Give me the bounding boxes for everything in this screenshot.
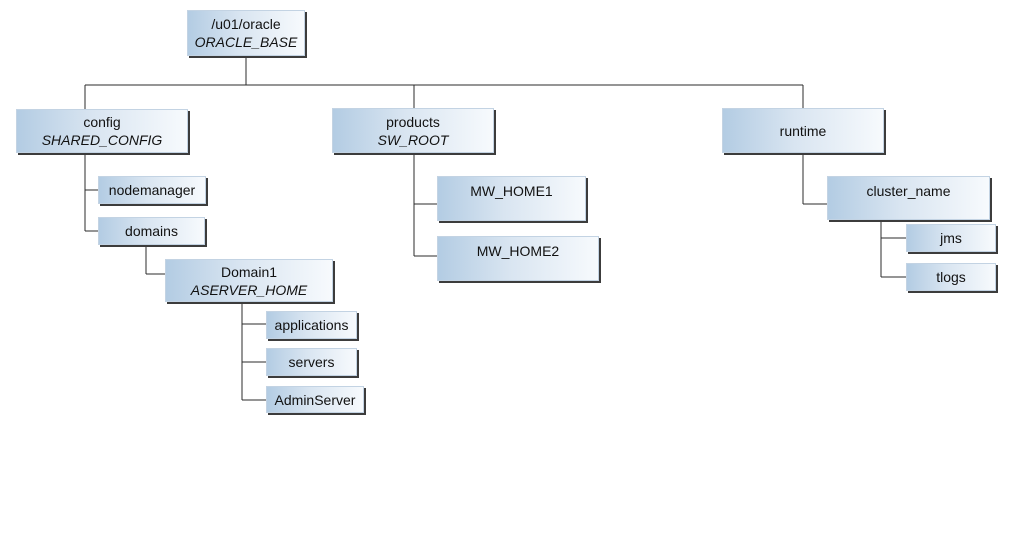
folder-applications: applications [266, 311, 357, 339]
folder-oracle-base: /u01/oracle ORACLE_BASE [187, 10, 305, 56]
folder-mw-home2: MW_HOME2 [437, 236, 599, 281]
folder-name: /u01/oracle [211, 16, 281, 32]
folder-name: domains [125, 223, 178, 239]
folder-variable: SW_ROOT [377, 131, 449, 148]
folder-name: applications [274, 317, 349, 333]
folder-name: nodemanager [108, 182, 196, 198]
folder-name: MW_HOME1 [470, 183, 553, 199]
folder-runtime: runtime [722, 108, 884, 153]
folder-nodemanager: nodemanager [98, 176, 206, 204]
folder-config: config SHARED_CONFIG [16, 109, 188, 153]
folder-name: runtime [779, 122, 827, 139]
folder-variable: SHARED_CONFIG [41, 132, 163, 148]
folder-name: Domain1 [220, 263, 278, 280]
folder-adminserver: AdminServer [266, 386, 364, 413]
folder-name: cluster_name [866, 183, 951, 199]
folder-variable: ORACLE_BASE [194, 34, 298, 50]
folder-name: config [83, 114, 121, 130]
folder-servers: servers [266, 348, 357, 376]
folder-name: jms [940, 230, 962, 246]
folder-name: AdminServer [274, 391, 356, 408]
folder-name: products [386, 113, 440, 130]
folder-name: tlogs [936, 269, 966, 285]
folder-jms: jms [906, 224, 996, 252]
folder-cluster-name: cluster_name [827, 176, 990, 220]
folder-mw-home1: MW_HOME1 [437, 176, 586, 221]
folder-products: products SW_ROOT [332, 108, 494, 153]
folder-domain1: Domain1 ASERVER_HOME [165, 259, 333, 302]
folder-name: servers [288, 354, 335, 370]
folder-tlogs: tlogs [906, 263, 996, 291]
folder-name: MW_HOME2 [476, 243, 560, 259]
folder-variable: ASERVER_HOME [190, 281, 308, 298]
folder-domains: domains [98, 217, 205, 245]
